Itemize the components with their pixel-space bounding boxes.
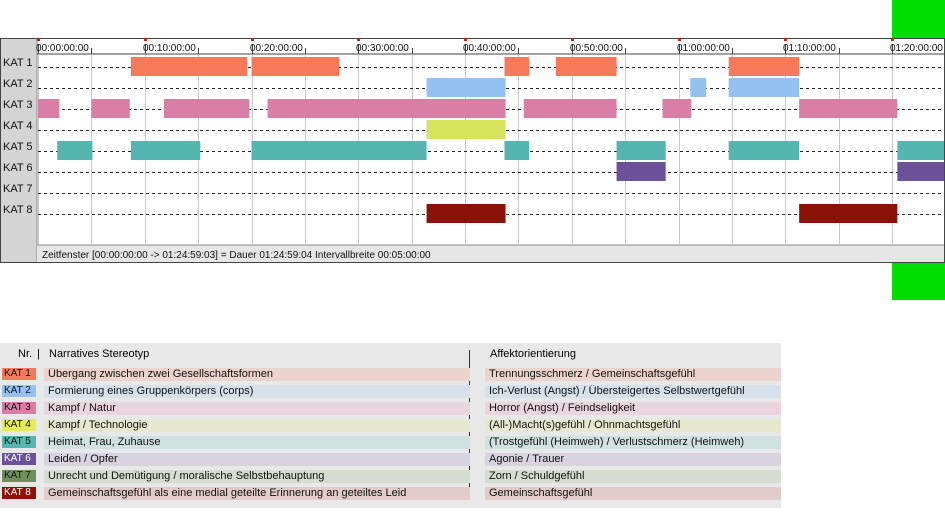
tick-marker [784,38,787,41]
segment-bar [504,141,530,160]
legend-row: KAT 5 Heimat, Frau, Zuhause (Trostgefühl (… [0,434,781,450]
legend-stereotype: Gemeinschaftsgefühl als eine medial gete… [44,487,470,500]
legend-affect: Horror (Angst) / Feindseligkeit [485,402,781,415]
legend-row: KAT 2 Formierung eines Gruppenkörpers (co… [0,383,781,399]
segment-bar [555,57,617,76]
segment-bar [91,99,130,118]
x-tick-label: 00:00:00:00 [36,43,89,54]
legend-affect: Gemeinschaftsgefühl [485,487,781,500]
legend-affect: Agonie / Trauer [485,453,781,466]
segment-bar [504,57,530,76]
legend-code: KAT 8 [2,487,36,499]
segment-bar [799,99,898,118]
legend-affect: (Trostgefühl (Heimweh) / Verlustschmerz … [485,436,781,449]
legend-table: Nr. | Narratives Stereotyp Affektorienti… [0,343,781,508]
legend-row: KAT 8 Gemeinschaftsgefühl als eine medial… [0,485,781,501]
legend-stereotype: Kampf / Technologie [44,419,470,432]
tick-marker [357,38,360,41]
legend-affect: Ich-Verlust (Angst) / Übersteigertes Sel… [485,385,781,398]
segment-bar [163,99,250,118]
segment-bar [728,57,800,76]
segment-bar [38,99,60,118]
legend-row: KAT 1 Übergang zwischen zwei Gesellschaft… [0,366,781,382]
legend-stereotype: Heimat, Frau, Zuhause [44,436,470,449]
x-tick-label: 00:20:00:00 [250,43,303,54]
segment-bar [57,141,93,160]
legend-header-sep: | [37,348,40,360]
legend-header-affect: Affektorientierung [490,348,577,360]
timeline-chart: 00:00:00:00 00:10:00:00 00:20:00:00 00:30:0… [0,38,945,263]
legend-affect: Zorn / Schuldgefühl [485,470,781,483]
segment-bar [251,57,340,76]
legend-code: KAT 7 [2,470,36,482]
legend-row: KAT 7 Unrecht und Demütigung / moralische… [0,468,781,484]
segment-bar [616,162,666,181]
legend-row: KAT 6 Leiden / Opfer Agonie / Trauer [0,451,781,467]
legend-code: KAT 5 [2,436,36,448]
legend-header-stereotype: Narratives Stereotyp [49,348,150,360]
legend-stereotype: Formierung eines Gruppenkörpers (corps) [44,385,470,398]
segment-bar [130,141,201,160]
tick-marker [678,38,681,41]
x-tick-label: 00:30:00:00 [356,43,409,54]
green-marker-bottom [892,263,945,300]
legend-code: KAT 4 [2,419,36,431]
segment-bar [267,99,506,118]
legend-code: KAT 2 [2,385,36,397]
legend-code: KAT 1 [2,368,36,380]
legend-stereotype: Unrecht und Demütigung / moralische Selb… [44,470,470,483]
x-tick-label: 01:20:00:00 [890,43,943,54]
tick-marker [571,38,574,41]
tick-marker [251,38,254,41]
segment-bar [426,78,506,97]
tick-marker [464,38,467,41]
legend-stereotype: Übergang zwischen zwei Gesellschaftsform… [44,368,470,381]
row-label: KAT 1 [3,57,33,69]
x-tick-label: 01:00:00:00 [677,43,730,54]
row-label: KAT 4 [3,120,33,132]
green-marker-top [892,0,945,38]
legend-affect: Trennungsschmerz / Gemeinschaftsgefühl [485,368,781,381]
row-label: KAT 5 [3,141,33,153]
row-label: KAT 7 [3,183,33,195]
segment-bar [426,204,506,223]
status-text: Zeitfenster [00:00:00:00 -> 01:24:59:03]… [42,250,431,261]
row-label: KAT 3 [3,99,33,111]
row-label: KAT 6 [3,162,33,174]
tick-marker [144,38,147,41]
segment-bar [130,57,248,76]
legend-affect: (All-)Macht(s)gefühl / Ohnmachtsgefühl [485,419,781,432]
segment-bar [728,141,800,160]
segment-bar [799,204,898,223]
segment-bar [690,78,707,97]
x-tick-label: 00:50:00:00 [570,43,623,54]
x-tick-label: 00:10:00:00 [143,43,196,54]
segment-bar [426,120,506,139]
legend-stereotype: Leiden / Opfer [44,453,470,466]
tick-marker [37,38,40,41]
legend-stereotype: Kampf / Natur [44,402,470,415]
segment-bar [897,162,944,181]
segment-bar [662,99,692,118]
segment-bar [616,141,666,160]
legend-row: KAT 3 Kampf / Natur Horror (Angst) / Feind… [0,400,781,416]
segment-bar [897,141,944,160]
segment-bar [523,99,617,118]
row-label: KAT 8 [3,204,33,216]
x-tick-label: 01:10:00:00 [783,43,836,54]
legend-code: KAT 6 [2,453,36,465]
segment-bar [251,141,427,160]
tick-marker [891,38,894,41]
legend-code: KAT 3 [2,402,36,414]
legend-row: KAT 4 Kampf / Technologie (All-)Macht(s)ge… [0,417,781,433]
legend-header-nr: Nr. [18,348,33,360]
segment-bar [728,78,800,97]
row-label: KAT 2 [3,78,33,90]
x-tick-label: 00:40:00:00 [463,43,516,54]
